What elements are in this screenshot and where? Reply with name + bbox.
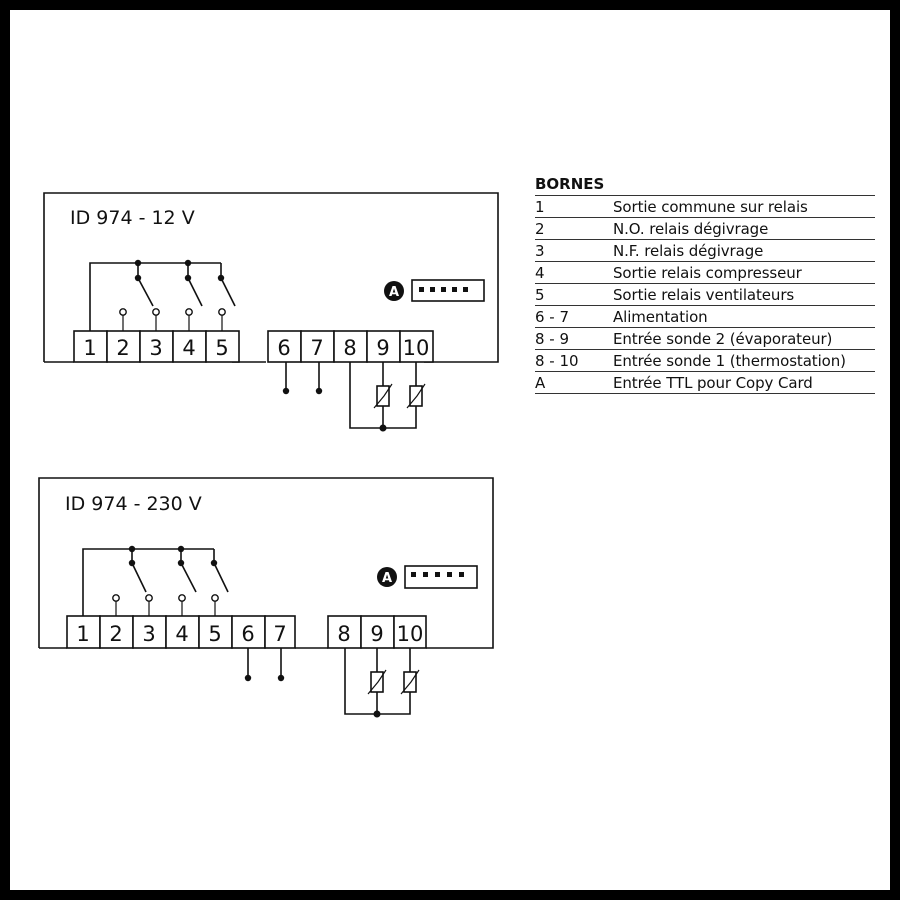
- probe-circuit-230v: [344, 648, 420, 718]
- legend-row: 5 Sortie relais ventilateurs: [535, 284, 875, 306]
- legend-key: 8 - 10: [535, 352, 579, 370]
- terminal-5: 5: [215, 336, 228, 360]
- terminal-6: 6: [241, 622, 254, 646]
- controller-housing-230v: [38, 477, 494, 649]
- diagram-230v-title: ID 974 - 230 V: [65, 493, 202, 515]
- terminal-7: 7: [273, 622, 286, 646]
- ttl-connector-230v: A: [377, 565, 478, 589]
- legend-key: 3: [535, 242, 545, 260]
- copy-card-port: [411, 279, 485, 302]
- terminal-4: 4: [175, 622, 188, 646]
- terminal-3: 3: [142, 622, 155, 646]
- legend-row: 1 Sortie commune sur relais: [535, 196, 875, 218]
- diagram-230v: ID 974 - 230 V 1 2 3 4 5 6 7: [38, 477, 494, 718]
- terminal-7: 7: [310, 336, 323, 360]
- terminal-1: 1: [83, 336, 96, 360]
- copy-card-port: [404, 565, 478, 589]
- terminal-10: 10: [403, 336, 430, 360]
- legend-key: A: [535, 374, 546, 392]
- terminal-block-relays-power-230v: 1 2 3 4 5 6 7: [66, 615, 296, 649]
- connector-a-badge: [384, 281, 404, 301]
- legend-row: 8 - 9 Entrée sonde 2 (évaporateur): [535, 328, 875, 350]
- relay-contacts-230v: [82, 545, 229, 616]
- terminal-legend-table: BORNES 1 Sortie commune sur relais 2 N.O…: [535, 175, 875, 394]
- legend-row: A Entrée TTL pour Copy Card: [535, 372, 875, 394]
- connector-a-label: A: [382, 571, 392, 586]
- legend-row: 3 N.F. relais dégivrage: [535, 240, 875, 262]
- power-leads-230v: [244, 648, 285, 682]
- terminal-1: 1: [76, 622, 89, 646]
- legend-key: 2: [535, 220, 545, 238]
- legend-row: 6 - 7 Alimentation: [535, 306, 875, 328]
- legend-row: 2 N.O. relais dégivrage: [535, 218, 875, 240]
- connector-a-badge: [377, 567, 397, 587]
- ttl-connector-12v: A: [384, 279, 485, 302]
- legend-key: 1: [535, 198, 545, 216]
- legend-description: Sortie relais ventilateurs: [613, 286, 795, 304]
- legend-key: 4: [535, 264, 545, 282]
- diagram-12v-title: ID 974 - 12 V: [70, 207, 195, 229]
- legend-description: N.O. relais dégivrage: [613, 220, 769, 238]
- terminal-6: 6: [277, 336, 290, 360]
- legend-row: 8 - 10 Entrée sonde 1 (thermostation): [535, 350, 875, 372]
- legend-description: Entrée sonde 1 (thermostation): [613, 352, 846, 370]
- terminal-block-relays-12v: 1 2 3 4 5: [73, 330, 240, 363]
- legend-key: 6 - 7: [535, 308, 570, 326]
- terminal-4: 4: [182, 336, 195, 360]
- terminal-9: 9: [376, 336, 389, 360]
- wiring-diagram: ID 974 - 12 V 1 2 3 4 5: [38, 192, 499, 718]
- probe-circuit-12v: [349, 362, 426, 432]
- legend-description: Sortie relais compresseur: [613, 264, 802, 282]
- terminal-3: 3: [149, 336, 162, 360]
- terminal-block-power-probes-12v: 6 7 8 9 10: [267, 330, 434, 363]
- terminal-9: 9: [370, 622, 383, 646]
- legend-description: Entrée TTL pour Copy Card: [613, 374, 813, 392]
- legend-description: Sortie commune sur relais: [613, 198, 808, 216]
- connector-a-label: A: [389, 285, 399, 300]
- legend-row: 4 Sortie relais compresseur: [535, 262, 875, 284]
- legend-description: Alimentation: [613, 308, 708, 326]
- terminal-8: 8: [337, 622, 350, 646]
- legend-description: Entrée sonde 2 (évaporateur): [613, 330, 833, 348]
- legend-key: 5: [535, 286, 545, 304]
- legend-description: N.F. relais dégivrage: [613, 242, 764, 260]
- terminal-5: 5: [208, 622, 221, 646]
- terminal-2: 2: [116, 336, 129, 360]
- diagram-12v: ID 974 - 12 V 1 2 3 4 5: [43, 192, 499, 432]
- power-leads-12v: [282, 362, 323, 395]
- legend-key: 8 - 9: [535, 330, 570, 348]
- terminal-block-probes-230v: 8 9 10: [327, 615, 427, 649]
- relay-contacts-12v: [89, 259, 236, 331]
- terminal-8: 8: [343, 336, 356, 360]
- legend-title: BORNES: [535, 175, 875, 196]
- terminal-10: 10: [397, 622, 424, 646]
- terminal-2: 2: [109, 622, 122, 646]
- image-frame: ID 974 - 12 V 1 2 3 4 5: [10, 10, 890, 890]
